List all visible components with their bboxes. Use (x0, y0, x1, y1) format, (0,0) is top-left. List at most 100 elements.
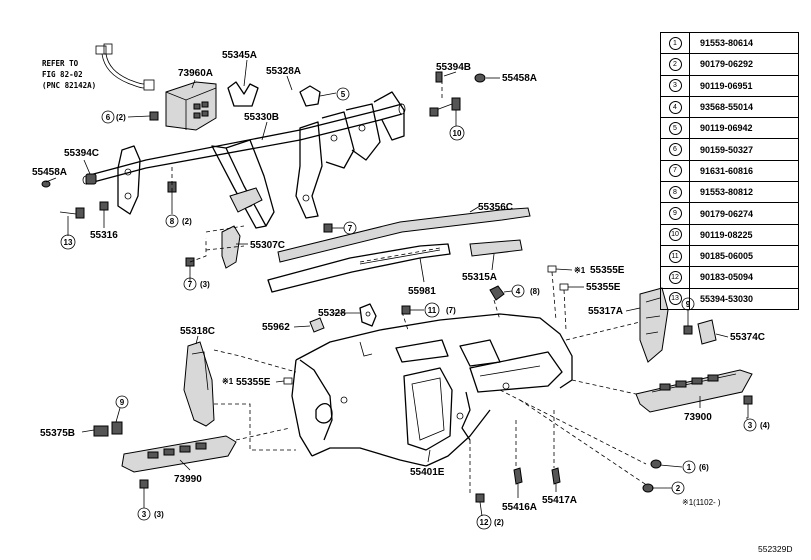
legend-part-number: 91631-60816 (689, 159, 799, 183)
label-73900: 73900 (684, 412, 712, 423)
svg-text:13: 13 (64, 238, 73, 247)
clip-55416A (513, 467, 523, 485)
legend-number-circle: 5 (668, 121, 682, 135)
svg-text:(8): (8) (530, 287, 540, 296)
defroster-nozzle-55981 (267, 243, 451, 293)
callout-5: 5 (336, 87, 350, 101)
label-55307C: 55307C (250, 240, 285, 251)
legend-part-number: 90185-06005 (689, 244, 799, 268)
beam-fasteners (41, 71, 486, 267)
legend-number-circle: 3 (668, 79, 682, 93)
label-73960A: 73960A (178, 68, 213, 79)
label-55345A: 55345A (222, 50, 257, 61)
star-mark-mid: ※1 (222, 377, 234, 386)
callout-3-left: 3 (3) (137, 507, 164, 521)
label-55356C: 55356C (478, 202, 513, 213)
callout-13: 13 (60, 234, 76, 250)
svg-text:(7): (7) (446, 306, 456, 315)
svg-text:8: 8 (170, 217, 175, 226)
register-55315A (469, 239, 523, 257)
svg-text:2: 2 (676, 484, 681, 493)
cover-55374C (683, 319, 717, 345)
callout-11: 11 (7) (424, 302, 456, 318)
lower-fasteners (475, 459, 662, 503)
clip-55417A (551, 467, 561, 485)
bracket-55328 (359, 303, 377, 327)
refer-note: REFER TO FIG 82-02 (PNC 82142A) (42, 59, 96, 90)
callout-10: 10 (449, 125, 465, 141)
svg-text:6: 6 (106, 113, 111, 122)
label-55394C: 55394C (64, 148, 99, 159)
duct-55307C (205, 187, 263, 269)
label-55328A: 55328A (266, 66, 301, 77)
svg-text:7: 7 (188, 280, 193, 289)
legend-number-circle: 10 (668, 228, 682, 242)
side-panel-55318C (183, 341, 215, 427)
svg-text:(3): (3) (200, 280, 210, 289)
svg-text:10: 10 (453, 129, 462, 138)
legend-number-circle: 1 (668, 36, 682, 50)
legend-number: 3 (660, 74, 690, 97)
callout-7-lower: 7 (3) (183, 277, 210, 291)
legend-part-number: 91553-80614 (689, 31, 799, 55)
svg-text:4: 4 (516, 287, 521, 296)
label-55315A: 55315A (462, 272, 497, 283)
svg-text:12: 12 (480, 518, 489, 527)
callouts: 6 (2) 5 10 8 (2) 7 7 (3) 13 (60, 87, 770, 530)
callout-8: 8 (2) (165, 214, 192, 228)
legend-part-number: 90179-06274 (689, 202, 799, 225)
label-55317A: 55317A (588, 306, 623, 317)
callout-4: 4 (8) (511, 284, 540, 298)
legend-number-circle: 2 (668, 57, 682, 71)
svg-text:(2): (2) (182, 217, 192, 226)
safety-pad-55356C (277, 207, 531, 263)
instrument-panel-reinforcement-55330B (82, 81, 406, 229)
legend-number: 6 (660, 138, 690, 161)
refer-note-line-1: REFER TO (42, 59, 79, 68)
svg-text:5: 5 (341, 90, 346, 99)
label-55355E-second: 55355E (586, 282, 621, 293)
legend-part-number: 91553-80812 (689, 181, 799, 204)
label-55458A-right: 55458A (502, 73, 537, 84)
clip-55962 (309, 317, 325, 333)
legend-part-number: 90183-05094 (689, 266, 799, 289)
legend-row: 10 90119-08225 (660, 223, 799, 246)
svg-text:1: 1 (687, 463, 692, 472)
legend-row: 1 91553-80614 (660, 31, 799, 55)
label-55328: 55328 (318, 308, 346, 319)
label-55417A: 55417A (542, 495, 577, 506)
label-55375B: 55375B (40, 428, 75, 439)
legend-part-number: 55394-53030 (689, 287, 799, 310)
diagram-id: 552329D (758, 544, 793, 554)
legend-number: 2 (660, 53, 690, 76)
legend-part-number: 90119-08225 (689, 223, 799, 246)
knee-airbag-73900 (635, 369, 753, 418)
svg-text:11: 11 (428, 306, 437, 315)
svg-text:(2): (2) (116, 113, 126, 122)
leader-lines (45, 59, 748, 517)
refer-note-line-2: FIG 82-02 (42, 70, 83, 79)
svg-text:3: 3 (748, 421, 753, 430)
legend-number: 12 (660, 266, 690, 289)
label-55355E-mid: 55355E (236, 377, 271, 388)
label-55330B: 55330B (244, 112, 279, 123)
legend-number: 8 (660, 181, 690, 204)
callout-2: 2 (671, 481, 685, 495)
svg-text:(2): (2) (494, 518, 504, 527)
label-55355E-top: 55355E (590, 265, 625, 276)
wire-harness-connector (95, 43, 155, 91)
legend-number-circle: 6 (668, 143, 682, 157)
legend-number: 11 (660, 244, 690, 268)
svg-text:7: 7 (348, 224, 353, 233)
refer-note-line-3: (PNC 82142A) (42, 81, 96, 90)
legend-part-number: 90119-06951 (689, 74, 799, 97)
legend-number: 10 (660, 223, 690, 246)
